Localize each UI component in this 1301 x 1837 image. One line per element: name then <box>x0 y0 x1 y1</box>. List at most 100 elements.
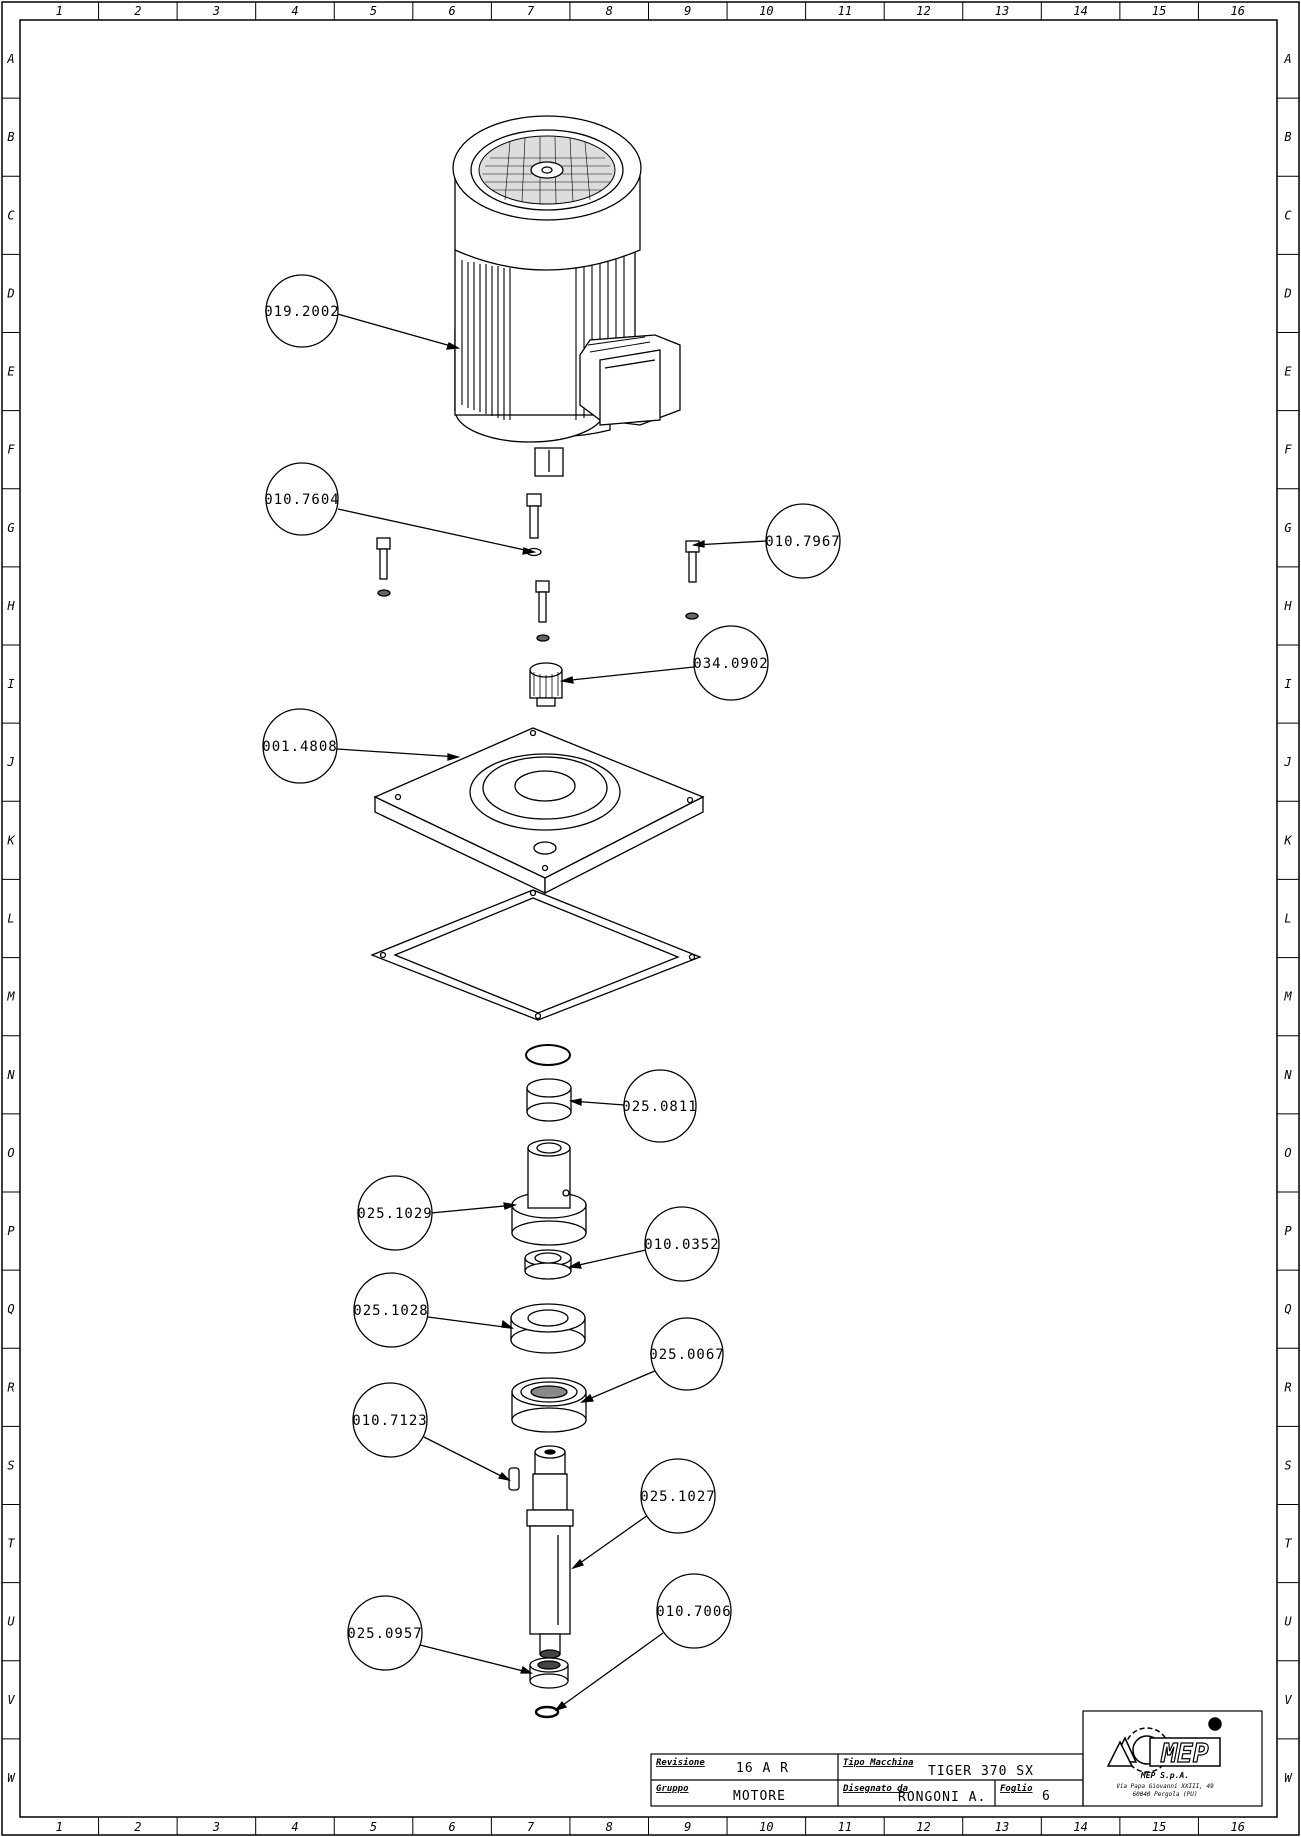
grid-row-label: I <box>1284 677 1291 691</box>
callout-010.7604[interactable]: 010.7604 <box>264 462 537 555</box>
grid-column-label: 9 <box>684 1820 691 1834</box>
grid-row-label: I <box>7 677 14 691</box>
grid-row-label: O <box>1284 1146 1291 1160</box>
grid-row-label: P <box>7 1224 15 1238</box>
grid-column-label: 6 <box>448 4 455 18</box>
callout-bubbles: 019.2002 010.7604 010.7967 034.0902 001.… <box>262 274 841 1712</box>
grid-row-label: J <box>1283 755 1291 769</box>
callout-label: 025.0957 <box>347 1626 422 1642</box>
callout-025.1028[interactable]: 025.1028 <box>353 1272 515 1348</box>
bearing-small-part <box>529 1657 569 1689</box>
bearing-part <box>511 1377 587 1433</box>
callout-label: 025.0811 <box>622 1099 697 1115</box>
machine-type-value: TIGER 370 SX <box>928 1764 1034 1779</box>
drawn-by-label: Disegnato da <box>842 1783 909 1794</box>
sheet-label: Foglio <box>1000 1783 1033 1794</box>
callout-label: 010.7967 <box>765 534 840 550</box>
bolt-center-bottom <box>535 580 550 642</box>
callout-025.1029[interactable]: 025.1029 <box>357 1175 518 1251</box>
callout-034.0902[interactable]: 034.0902 <box>559 625 769 701</box>
grid-column-label: 2 <box>134 1820 141 1834</box>
callout-label: 019.2002 <box>264 304 339 320</box>
callout-025.0957[interactable]: 025.0957 <box>347 1595 533 1674</box>
grid-row-label: W <box>1284 1771 1293 1785</box>
mounting-plate <box>373 727 705 895</box>
grid-column-label: 7 <box>527 4 535 18</box>
grid-row-label: L <box>7 912 14 926</box>
exploded-assembly <box>370 115 705 1719</box>
grid-column-label: 3 <box>212 1820 220 1834</box>
grid-column-label: 16 <box>1230 4 1244 18</box>
machine-type-label: Tipo Macchina <box>843 1757 914 1768</box>
company-name: MEP S.p.A. <box>1140 1771 1189 1780</box>
hub-part <box>511 1139 587 1246</box>
grid-row-label: R <box>1284 1380 1291 1394</box>
callout-010.7967[interactable]: 010.7967 <box>691 503 841 579</box>
bolt-center-top <box>526 493 542 557</box>
grid-column-label: 16 <box>1230 1820 1244 1834</box>
group-label: Gruppo <box>656 1784 689 1794</box>
company-logo: MEP MEP S.p.A. Via Papa Giovanni XXIII, … <box>1106 1717 1222 1798</box>
grid-row-label: A <box>6 52 14 66</box>
grid-column-label: 12 <box>916 4 930 18</box>
grid-column-label: 15 <box>1152 1820 1166 1834</box>
grid-column-label: 2 <box>134 4 141 18</box>
circlip-part <box>534 1705 560 1719</box>
grid-row-label: G <box>1284 521 1291 535</box>
callout-019.2002[interactable]: 019.2002 <box>264 274 461 350</box>
grid-row-label: T <box>1284 1537 1292 1551</box>
grid-row-label: L <box>1284 912 1291 926</box>
grid-column-label: 14 <box>1073 4 1087 18</box>
bushing-part <box>526 1078 572 1122</box>
gasket <box>370 889 702 1021</box>
grid-column-label: 14 <box>1073 1820 1087 1834</box>
drawn-by-value: RONGONI A. <box>898 1790 986 1805</box>
grid-row-label: F <box>1284 443 1292 457</box>
grid-row-label: S <box>7 1458 14 1472</box>
callout-010.7006[interactable]: 010.7006 <box>554 1573 732 1712</box>
grid-column-label: 8 <box>606 4 613 18</box>
grid-row-label: B <box>7 130 14 144</box>
grid-row-label: T <box>7 1537 15 1551</box>
grid-row-label: R <box>7 1380 14 1394</box>
key-part <box>508 1467 520 1491</box>
grid-column-label: 4 <box>291 1820 298 1834</box>
callout-010.7123[interactable]: 010.7123 <box>352 1382 511 1482</box>
motor-part <box>452 115 681 477</box>
callout-025.0067[interactable]: 025.0067 <box>580 1317 725 1403</box>
inner-border <box>19 19 1278 1818</box>
grid-row-label: D <box>1283 286 1291 300</box>
grid-row-label: A <box>1283 52 1291 66</box>
revision-label: Revisione <box>656 1757 705 1768</box>
callout-025.1027[interactable]: 025.1027 <box>571 1458 716 1570</box>
callout-025.0811[interactable]: 025.0811 <box>568 1069 698 1143</box>
grid-row-label: E <box>7 365 15 379</box>
ring-part <box>524 1249 572 1280</box>
title-block <box>650 1710 1263 1807</box>
grid-row-label: U <box>1284 1615 1292 1629</box>
grid-column-label: 13 <box>995 1820 1009 1834</box>
grid-column-label: 10 <box>759 1820 773 1834</box>
callout-001.4808[interactable]: 001.4808 <box>262 708 461 784</box>
grid-row-label: V <box>1284 1693 1292 1707</box>
grid-row-label: C <box>1284 208 1292 222</box>
sheet-value: 6 <box>1042 1789 1051 1804</box>
grid-column-label: 5 <box>370 4 377 18</box>
callout-label: 001.4808 <box>262 739 337 755</box>
grid-row-label: Q <box>7 1302 14 1316</box>
grid-column-label: 4 <box>291 4 298 18</box>
grid-row-label: F <box>7 443 15 457</box>
grid-row-label: K <box>6 833 15 847</box>
grid-row-label: H <box>1283 599 1292 613</box>
grid-row-label: U <box>7 1615 15 1629</box>
callout-label: 010.7604 <box>264 492 339 508</box>
revision-value: 16 A R <box>736 1761 789 1776</box>
grid-row-label: H <box>6 599 15 613</box>
grid-column-label: 15 <box>1152 4 1166 18</box>
grid-row-label: W <box>7 1771 16 1785</box>
grid-column-label: 11 <box>838 1820 852 1834</box>
grid-row-label: G <box>7 521 14 535</box>
callout-010.0352[interactable]: 010.0352 <box>567 1206 720 1282</box>
